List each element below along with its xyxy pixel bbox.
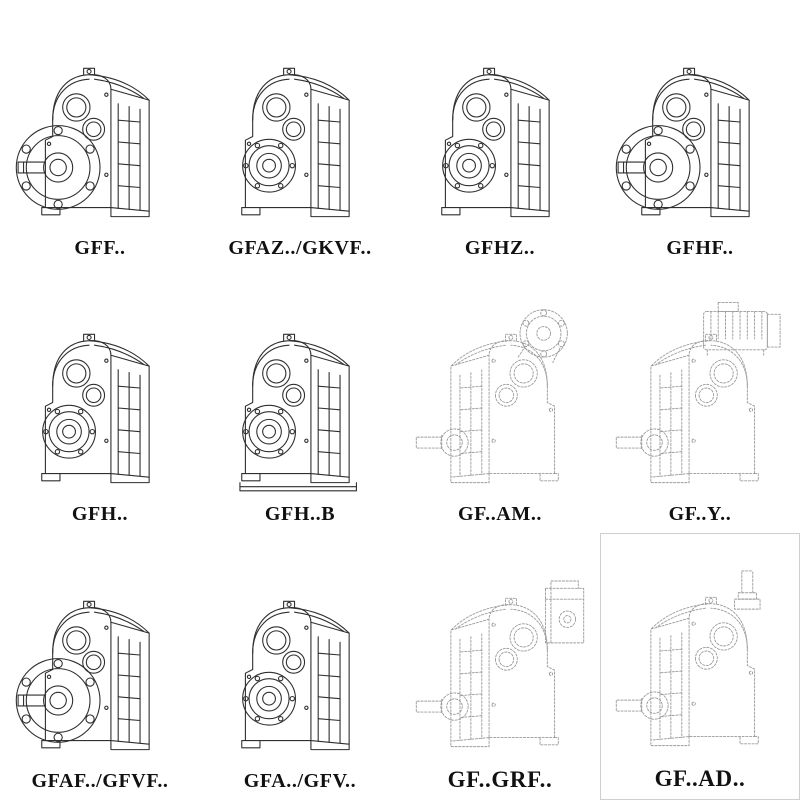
catalog-item-gfa-gfv: GFA../GFV.. [200,533,400,800]
gearbox-input-block-drawing [415,580,585,747]
model-label: GF..AM.. [457,503,543,526]
model-label: GFHZ.. [464,236,536,259]
gearbox-hollow-shaft-drawing [441,67,550,217]
catalog-item-gfaz-gkvf: GFAZ../GKVF.. [200,0,400,267]
catalog-item-gf-grf: GF..GRF.. [400,533,600,800]
gearbox-hollow-shaft-drawing [241,67,350,217]
catalog-item-gfaf-gfvf: GFAF../GFVF.. [0,533,200,800]
gearbox-hollow-shaft-base-drawing [239,334,357,492]
gearbox-motor-drawing [615,302,781,484]
catalog-item-gff: GFF.. [0,0,200,267]
model-label: GFH.. [71,503,129,526]
model-label: GF..GRF.. [447,766,553,792]
catalog-item-gfhf: GFHF.. [600,0,800,267]
model-label: GF..AD.. [654,765,746,791]
catalog-item-gf-y: GF..Y.. [600,267,800,534]
gearbox-flange-output-drawing [15,67,150,217]
gearbox-hollow-shaft-drawing [41,334,150,484]
model-label: GF..Y.. [668,503,732,526]
model-label: GFH..B [264,503,336,526]
model-label: GFAF../GFVF.. [31,769,169,792]
gearbox-top-input-shaft-drawing [615,570,761,746]
model-label: GFHF.. [666,236,734,259]
gearbox-input-flange-drawing [415,309,568,484]
catalog-item-gfh-b: GFH..B [200,267,400,534]
model-label: GFA../GFV.. [243,769,357,792]
catalog-item-gfh: GFH.. [0,267,200,534]
gearbox-flange-output-drawing [15,600,150,751]
model-label: GFF.. [74,236,126,259]
model-label: GFAZ../GKVF.. [228,236,372,259]
catalog-item-gf-am: GF..AM.. [400,267,600,534]
catalog-item-gfhz: GFHZ.. [400,0,600,267]
gearbox-flange-output-drawing [615,67,750,217]
catalog-item-gf-ad: GF..AD.. [600,533,800,800]
gearbox-hollow-shaft-drawing [241,600,350,751]
